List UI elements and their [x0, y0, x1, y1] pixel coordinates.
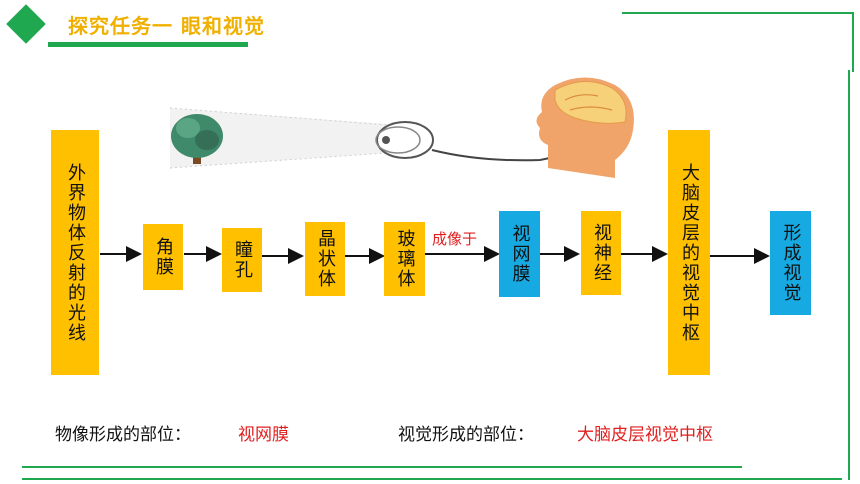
page-title: 探究任务一 眼和视觉 [68, 14, 265, 38]
box-optic-nerve: 视神经 [581, 211, 621, 295]
decor-line-bottom-2 [22, 478, 842, 480]
box-external-light: 外界物体反射的光线 [51, 130, 99, 375]
flow-arrows [100, 246, 770, 264]
vision-site-value: 大脑皮层视觉中枢 [577, 425, 713, 445]
light-beam [170, 108, 400, 168]
head-brain-icon [536, 77, 634, 178]
box-cornea: 角膜 [143, 224, 183, 290]
box-vitreous: 玻璃体 [384, 222, 425, 296]
decor-line-top-right [852, 12, 854, 72]
decor-line-right [848, 70, 850, 480]
tree-icon [171, 114, 223, 164]
box-lens: 晶状体 [305, 222, 345, 296]
eye-icon [375, 121, 434, 159]
box-vision: 形成视觉 [770, 211, 811, 315]
box-pupil: 瞳孔 [222, 228, 262, 292]
image-label: 成像于 [432, 230, 478, 248]
image-site-value: 视网膜 [238, 425, 289, 445]
image-site-label: 物像形成的部位： [55, 425, 191, 445]
title-underline [48, 42, 248, 47]
box-retina: 视网膜 [499, 211, 540, 297]
vision-site-label: 视觉形成的部位： [398, 425, 534, 445]
decor-line-bottom [22, 466, 742, 468]
box-visual-cortex: 大脑皮层的视觉中枢 [668, 130, 710, 375]
decor-line-top [622, 12, 854, 14]
